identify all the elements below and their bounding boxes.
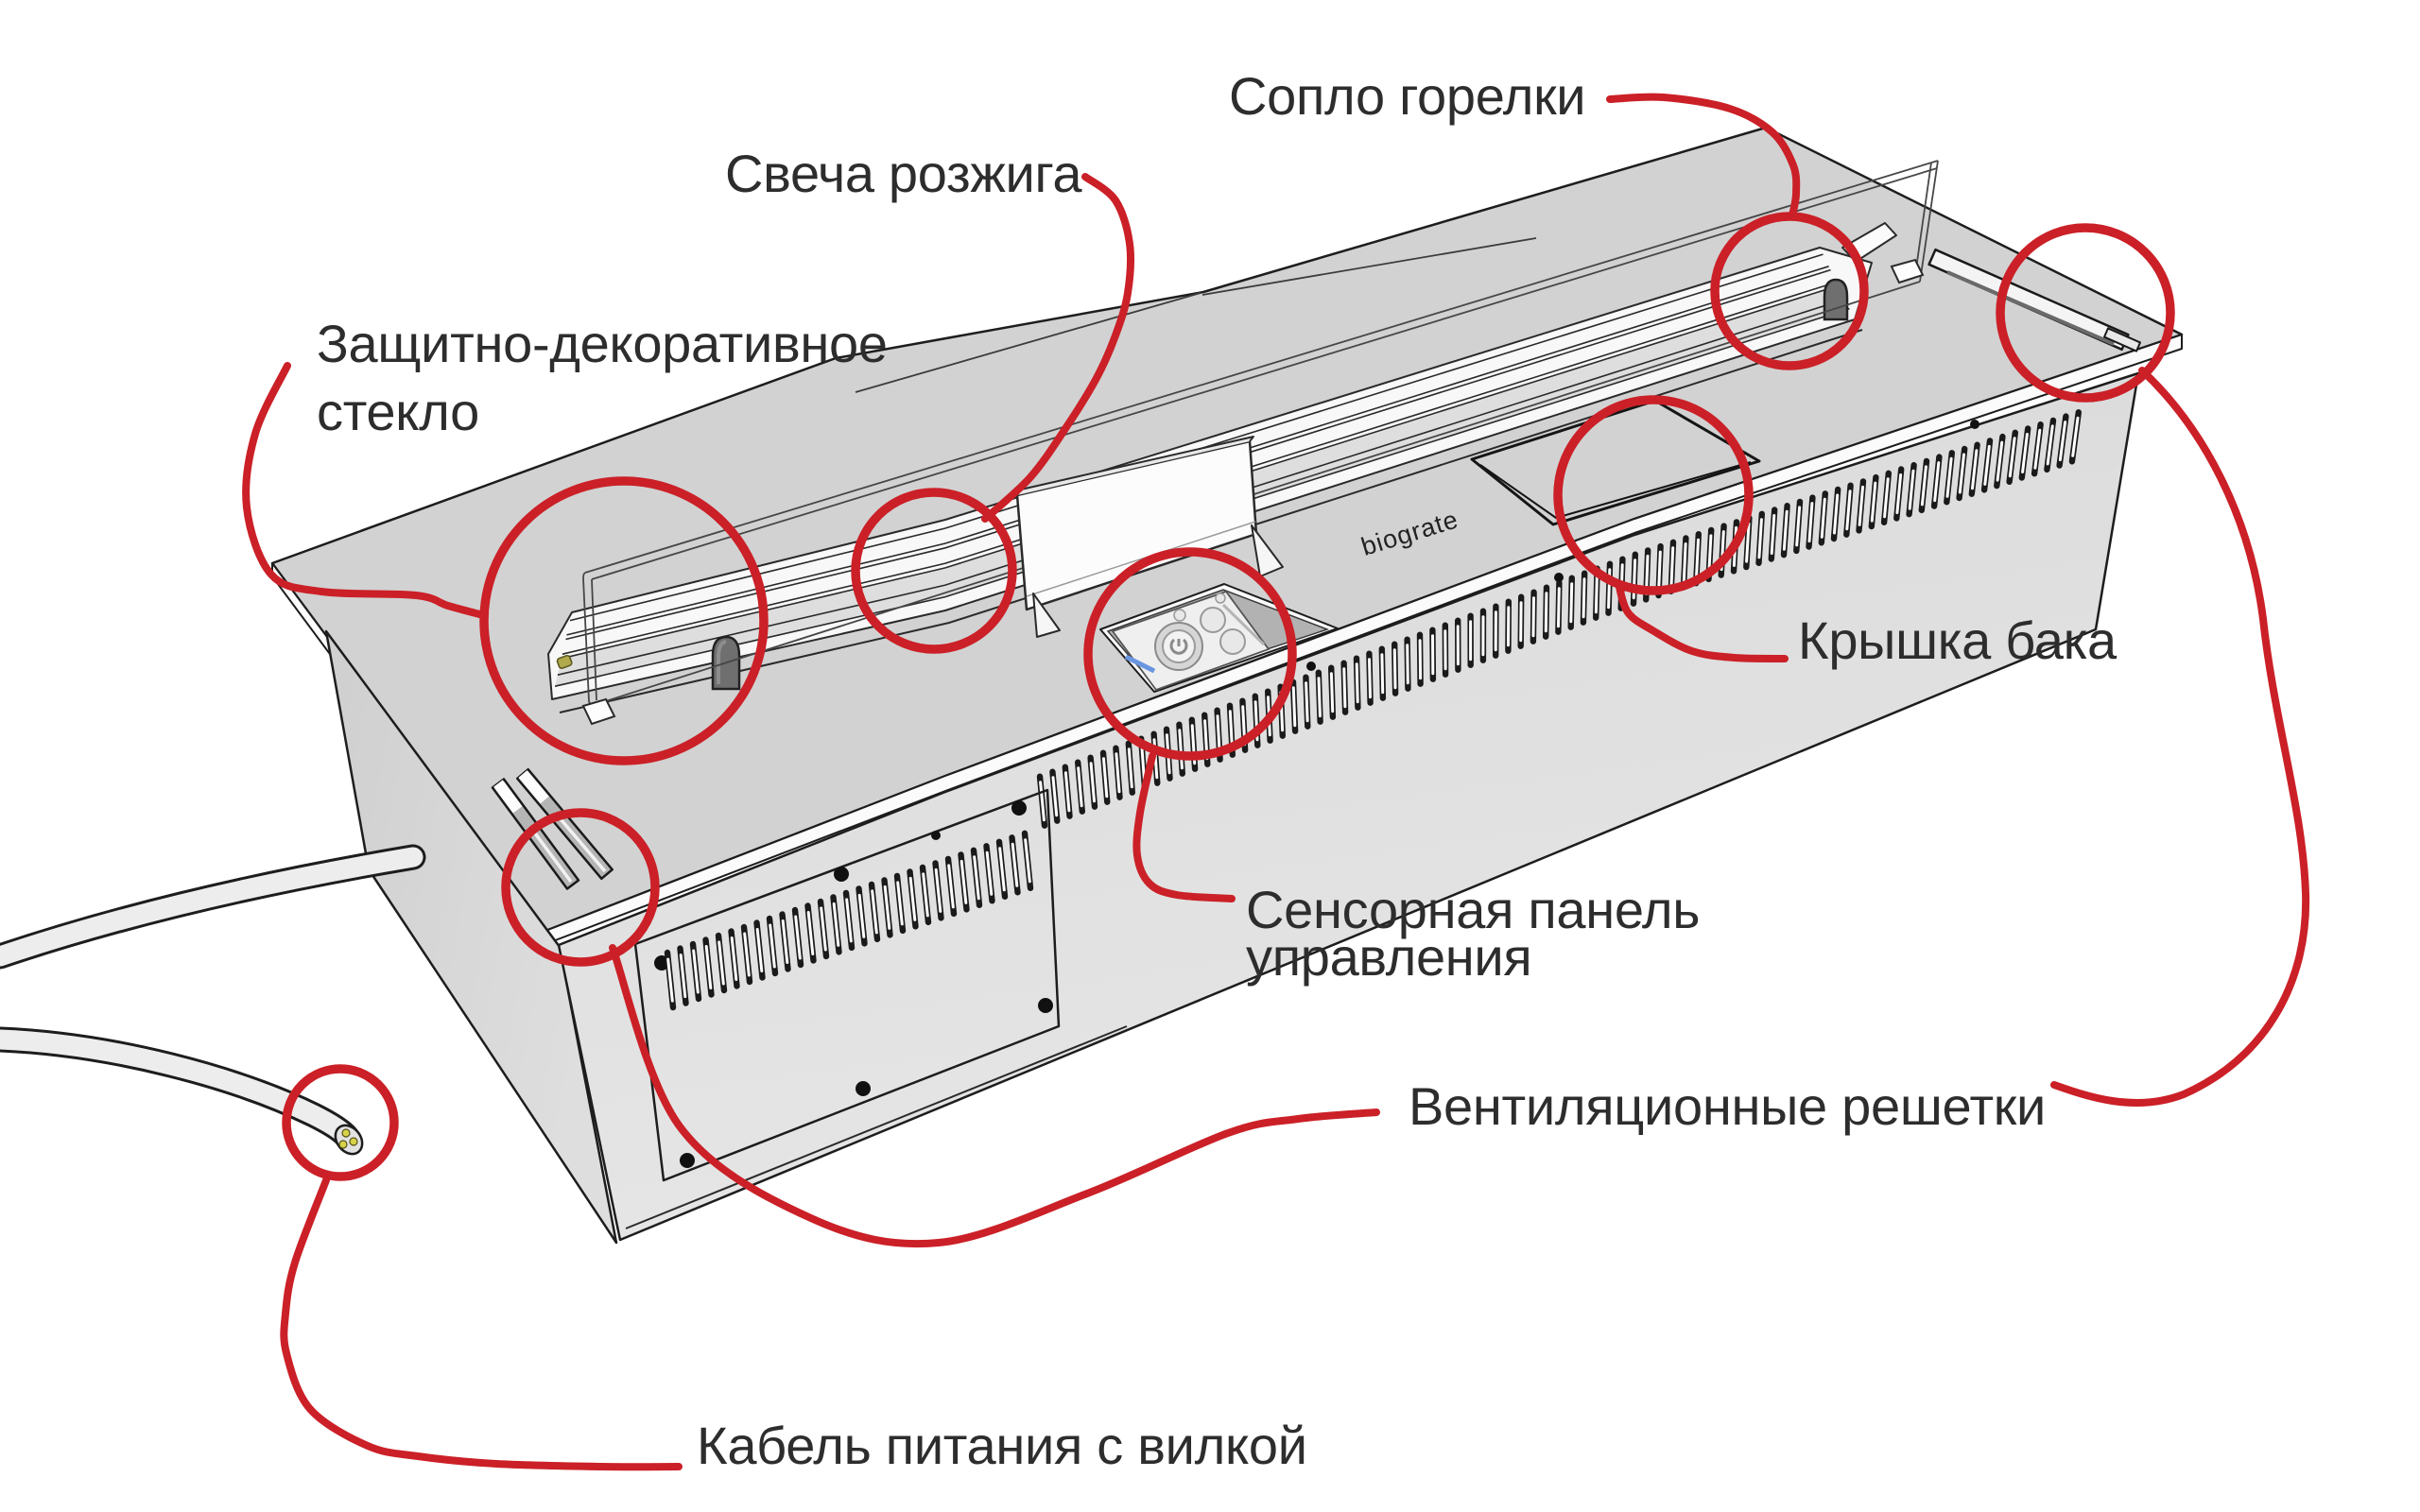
svg-text:стекло: стекло: [317, 382, 479, 441]
svg-text:Защитно-декоративное: Защитно-декоративное: [317, 314, 888, 373]
svg-text:Крышка бака: Крышка бака: [1798, 610, 2118, 670]
svg-text:Сенсорная панель: Сенсорная панель: [1246, 880, 1700, 939]
svg-text:Кабель питания с вилкой: Кабель питания с вилкой: [697, 1416, 1307, 1475]
svg-text:Вентиляционные решетки: Вентиляционные решетки: [1409, 1076, 2046, 1136]
svg-text:управления: управления: [1246, 927, 1531, 987]
svg-text:Свеча розжига: Свеча розжига: [725, 144, 1082, 203]
svg-text:Сопло горелки: Сопло горелки: [1229, 66, 1585, 126]
